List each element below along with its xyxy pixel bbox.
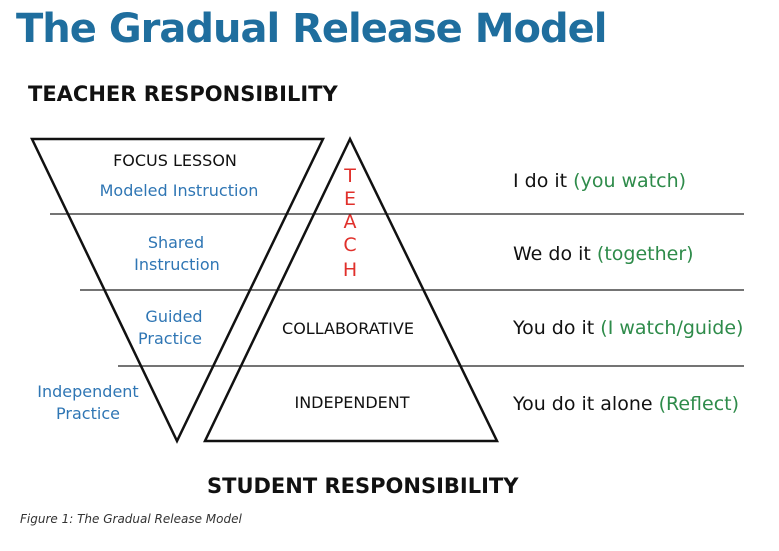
row-3-text: You do it (I watch/guide) [512,317,743,339]
page-title: The Gradual Release Model [16,6,607,52]
modeled-instruction-label: Modeled Instruction [100,181,259,200]
student-triangle [203,136,499,443]
row-2-text: We do it (together) [513,243,694,265]
row-2-main: We do it [513,243,591,265]
row-4-main: You do it alone [512,393,653,415]
focus-lesson-label: FOCUS LESSON [113,151,237,170]
teacher-responsibility-heading: TEACHER RESPONSIBILITY [28,82,338,106]
teach-letter-c: C [343,234,356,256]
teach-letter-e: E [344,188,356,210]
independent-student-label: INDEPENDENT [294,393,409,412]
row-4-text: You do it alone (Reflect) [512,393,739,415]
row-1-text: I do it (you watch) [513,170,686,192]
row-1-main: I do it [513,170,567,192]
row-4-note: (Reflect) [659,393,739,415]
row-2-note: (together) [597,243,694,265]
guided-practice-label: Practice [138,329,202,348]
row-1-note: (you watch) [573,170,686,192]
figure-caption: Figure 1: The Gradual Release Model [20,512,242,526]
shared-instruction-label: Instruction [134,255,220,274]
teach-letter-a: A [344,211,357,233]
guided-label: Guided [145,307,202,326]
independent-practice-label: Practice [56,404,120,423]
row-3-note: (I watch/guide) [600,317,743,339]
shared-label: Shared [148,233,204,252]
teach-letter-t: T [343,165,356,187]
teacher-triangle [30,137,325,444]
teach-letter-h: H [343,259,357,281]
row-3-main: You do it [512,317,594,339]
student-responsibility-heading: STUDENT RESPONSIBILITY [207,474,519,498]
independent-label: Independent [37,382,138,401]
collaborative-label: COLLABORATIVE [282,319,414,338]
